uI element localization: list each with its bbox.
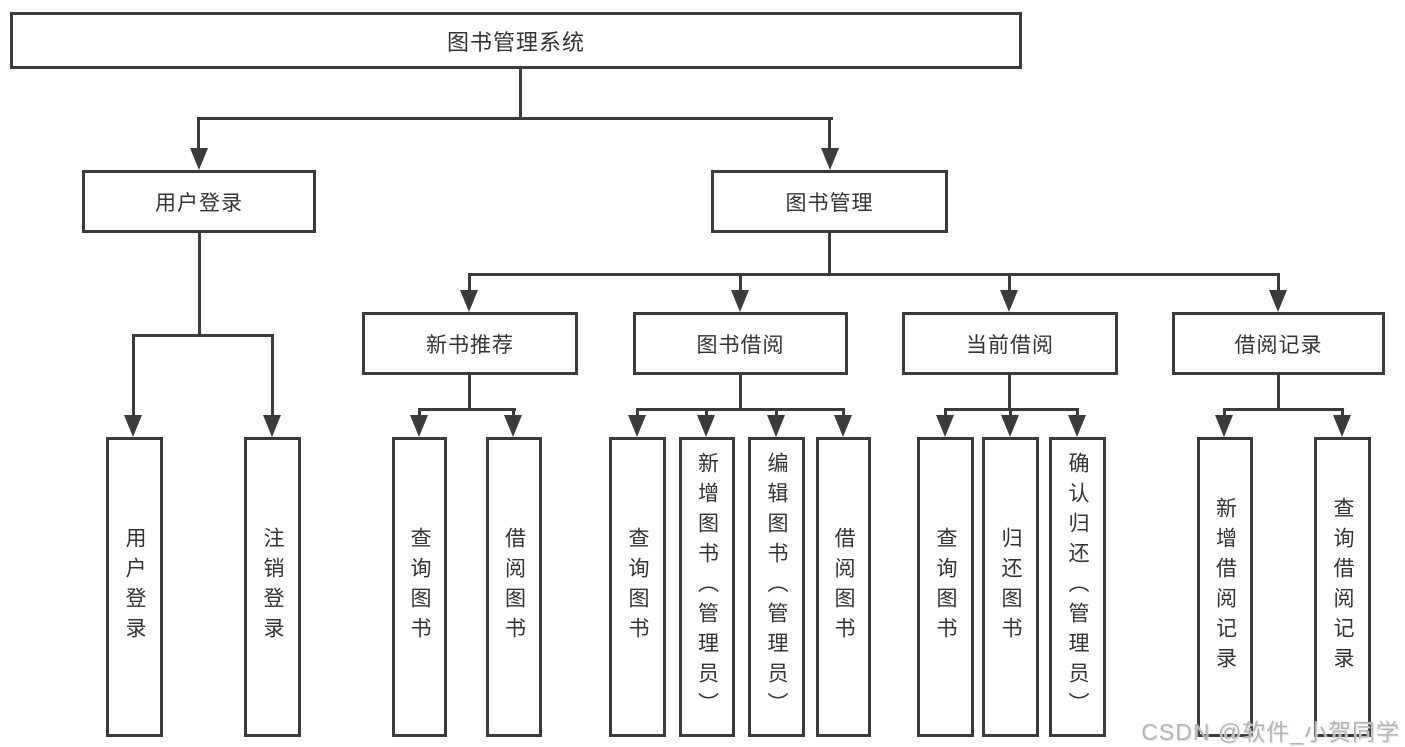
leaf-add-borrow-record: 新增借阅记录: [1197, 437, 1253, 737]
node-book-management: 图书管理: [711, 170, 948, 233]
connector-drop-leaf: [705, 408, 708, 418]
connector-borrow-rail: [636, 408, 845, 411]
leaf-label: 新增借阅记录: [1213, 497, 1237, 677]
arrow-down-icon: [124, 415, 142, 437]
leaf-borrow-books: 借阅图书: [486, 437, 542, 737]
connector-drop-leaf: [1341, 408, 1344, 418]
connector-drop-leaf: [842, 408, 845, 418]
connector-drop-leaf: [271, 334, 274, 417]
connector-drop-user-login: [197, 117, 200, 150]
leaf-query-books: 查询图书: [609, 437, 666, 737]
leaf-label: 编辑图书（管理员）: [765, 452, 789, 722]
node-user-login: 用户登录: [82, 170, 316, 233]
connector-user-login-rail: [132, 334, 274, 337]
arrow-down-icon: [1269, 290, 1287, 312]
arrow-down-icon: [1000, 290, 1018, 312]
arrow-down-icon: [697, 415, 715, 437]
connector-drop-book-mgmt: [828, 117, 831, 150]
connector-current-stem: [1008, 375, 1011, 408]
leaf-return-books: 归还图书: [982, 437, 1039, 737]
connector-drop-leaf: [1223, 408, 1226, 418]
arrow-down-icon: [1333, 415, 1351, 437]
connector-record-stem: [1277, 375, 1280, 408]
leaf-add-books-admin: 新增图书（管理员）: [679, 437, 735, 737]
connector-drop-level2: [739, 273, 742, 292]
node-new-book-recommend: 新书推荐: [362, 312, 578, 375]
leaf-query-books: 查询图书: [392, 437, 447, 737]
leaf-label: 确认归还（管理员）: [1066, 452, 1090, 722]
connector-drop-leaf: [418, 408, 421, 418]
leaf-label: 查询借阅记录: [1331, 497, 1355, 677]
leaf-label: 查询图书: [408, 527, 432, 647]
arrow-down-icon: [263, 415, 281, 437]
leaf-label: 新增图书（管理员）: [695, 452, 719, 722]
connector-borrow-stem: [739, 375, 742, 408]
arrow-down-icon: [936, 415, 954, 437]
connector-book-mgmt-stem: [828, 233, 831, 275]
connector-recommend-stem: [468, 375, 471, 408]
connector-recommend-rail: [418, 408, 516, 411]
connector-drop-level2: [1008, 273, 1011, 292]
leaf-label: 借阅图书: [832, 527, 856, 647]
arrow-down-icon: [460, 290, 478, 312]
arrow-down-icon: [834, 415, 852, 437]
node-current-borrow: 当前借阅: [902, 312, 1118, 375]
leaf-query-borrow-record: 查询借阅记录: [1314, 437, 1371, 737]
arrow-down-icon: [1001, 415, 1019, 437]
leaf-label: 归还图书: [999, 527, 1023, 647]
connector-level1-rail: [197, 117, 833, 120]
leaf-confirm-return-admin: 确认归还（管理员）: [1049, 437, 1106, 737]
connector-drop-leaf: [1076, 408, 1079, 418]
node-borrow-record: 借阅记录: [1172, 312, 1385, 375]
arrow-down-icon: [1068, 415, 1086, 437]
leaf-label: 查询图书: [934, 527, 958, 647]
leaf-label: 用户登录: [123, 527, 147, 647]
leaf-edit-books-admin: 编辑图书（管理员）: [748, 437, 805, 737]
node-book-borrow: 图书借阅: [633, 312, 848, 375]
arrow-down-icon: [1215, 415, 1233, 437]
leaf-logout: 注销登录: [244, 437, 301, 737]
connector-drop-leaf: [1009, 408, 1012, 418]
connector-record-rail: [1223, 408, 1344, 411]
connector-user-login-stem: [198, 233, 201, 334]
leaf-query-books: 查询图书: [917, 437, 974, 737]
arrow-down-icon: [504, 415, 522, 437]
leaf-user-login: 用户登录: [106, 437, 163, 737]
arrow-down-icon: [731, 290, 749, 312]
leaf-label: 查询图书: [626, 527, 650, 647]
connector-drop-leaf: [944, 408, 947, 418]
connector-drop-leaf: [132, 334, 135, 417]
arrow-down-icon: [410, 415, 428, 437]
arrow-down-icon: [628, 415, 646, 437]
arrow-down-icon: [767, 415, 785, 437]
connector-drop-leaf: [775, 408, 778, 418]
leaf-borrow-books: 借阅图书: [816, 437, 871, 737]
node-book-management-system: 图书管理系统: [10, 12, 1022, 69]
leaf-label: 注销登录: [261, 527, 285, 647]
leaf-label: 借阅图书: [502, 527, 526, 647]
connector-root-stem: [519, 69, 522, 117]
csdn-watermark: CSDN @软件_小贺同学: [1141, 719, 1400, 745]
connector-drop-level2: [1277, 273, 1280, 292]
connector-drop-level2: [468, 273, 471, 292]
connector-drop-leaf: [636, 408, 639, 418]
connector-level2-rail: [468, 273, 1280, 276]
connector-drop-leaf: [512, 408, 515, 418]
arrow-down-icon: [821, 148, 839, 170]
arrow-down-icon: [190, 148, 208, 170]
